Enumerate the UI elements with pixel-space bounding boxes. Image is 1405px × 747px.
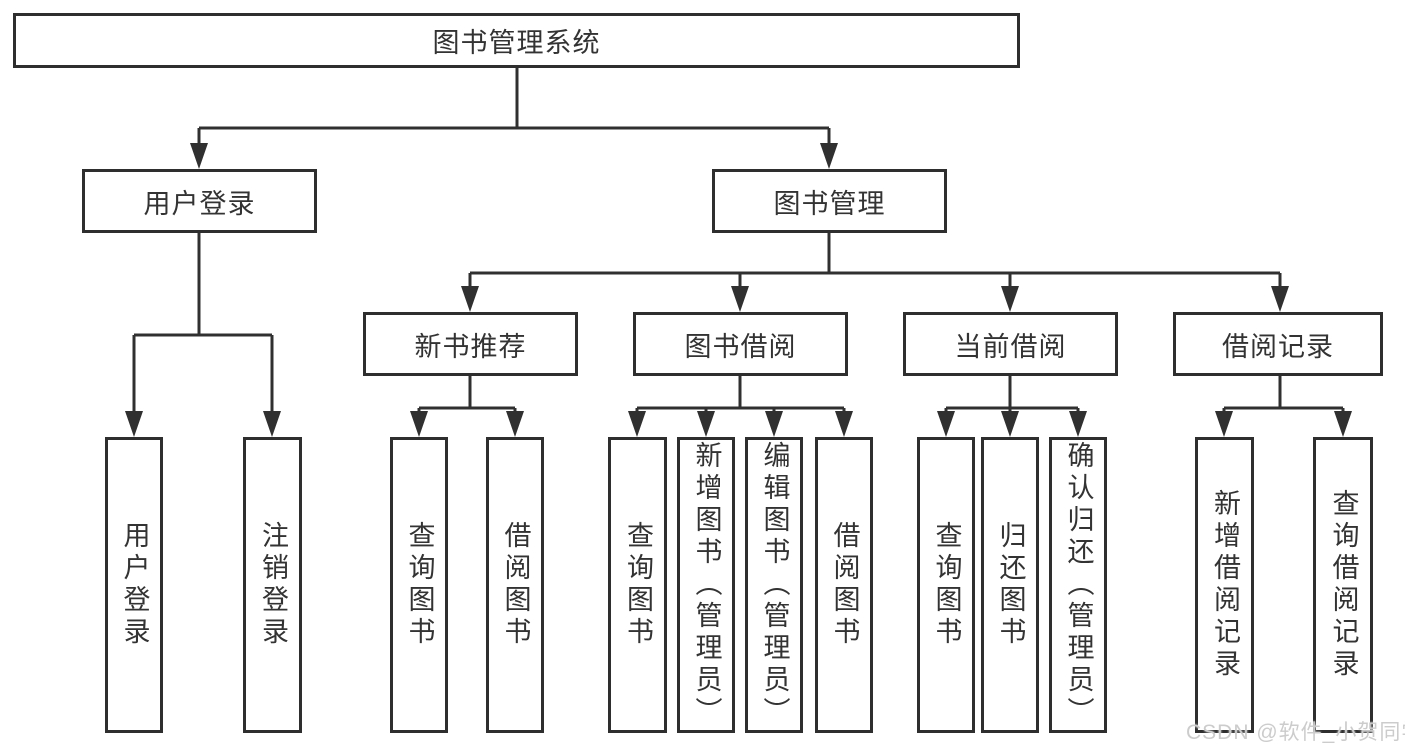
leaf-borrow-query-books: 查询图书 <box>608 437 667 733</box>
leaf-current-confirm-return-admin-label: 确认归还（管理员） <box>1063 441 1094 729</box>
leaf-current-return-books: 归还图书 <box>981 437 1039 733</box>
node-new-book-recommend: 新书推荐 <box>363 312 578 376</box>
leaf-current-confirm-return-admin: 确认归还（管理员） <box>1049 437 1107 733</box>
leaf-logout-label: 注销登录 <box>258 521 288 649</box>
node-borrow-records: 借阅记录 <box>1173 312 1383 376</box>
leaf-borrow-borrow-books-label: 借阅图书 <box>829 521 860 649</box>
leaf-borrow-edit-books-admin: 编辑图书（管理员） <box>745 437 803 733</box>
leaf-user-login: 用户登录 <box>105 437 163 733</box>
node-book-management: 图书管理 <box>712 169 947 233</box>
connector-bookmgmt-to-level3 <box>468 233 1282 289</box>
leaf-borrow-add-books-admin: 新增图书（管理员） <box>677 437 735 733</box>
leaf-newbook-borrow-books: 借阅图书 <box>486 437 544 733</box>
connector-records-to-leaves <box>1222 376 1345 414</box>
leaf-newbook-query-books: 查询图书 <box>390 437 448 733</box>
arrowhead-icons <box>125 143 1352 437</box>
leaf-borrow-edit-books-admin-label: 编辑图书（管理员） <box>759 441 790 729</box>
leaf-borrow-add-books-admin-label: 新增图书（管理员） <box>691 441 722 729</box>
leaf-records-query-record: 查询借阅记录 <box>1313 437 1373 733</box>
leaf-user-login-label: 用户登录 <box>119 521 150 649</box>
leaf-current-query-books: 查询图书 <box>917 437 975 733</box>
node-current-borrow: 当前借阅 <box>903 312 1118 376</box>
leaf-borrow-query-books-label: 查询图书 <box>623 521 653 649</box>
leaf-records-add-record: 新增借阅记录 <box>1195 437 1254 733</box>
leaf-current-query-books-label: 查询图书 <box>931 521 962 649</box>
node-root: 图书管理系统 <box>13 13 1020 68</box>
connector-root-to-level2 <box>197 68 831 146</box>
leaf-newbook-borrow-books-label: 借阅图书 <box>500 521 531 649</box>
connector-borrow-to-leaves <box>635 376 846 414</box>
node-book-borrow: 图书借阅 <box>633 312 848 376</box>
leaf-logout: 注销登录 <box>243 437 302 733</box>
node-user-login: 用户登录 <box>82 169 317 233</box>
leaf-records-query-record-label: 查询借阅记录 <box>1328 489 1359 681</box>
leaf-records-add-record-label: 新增借阅记录 <box>1210 489 1240 681</box>
connector-current-to-leaves <box>944 376 1080 414</box>
connector-userlogin-to-leaves <box>132 233 274 414</box>
connector-newbooks-to-leaves <box>417 376 517 414</box>
leaf-newbook-query-books-label: 查询图书 <box>404 521 435 649</box>
leaf-borrow-borrow-books: 借阅图书 <box>815 437 873 733</box>
csdn-watermark: CSDN @软件_小贺同学 <box>1186 721 1405 744</box>
leaf-current-return-books-label: 归还图书 <box>995 521 1026 649</box>
